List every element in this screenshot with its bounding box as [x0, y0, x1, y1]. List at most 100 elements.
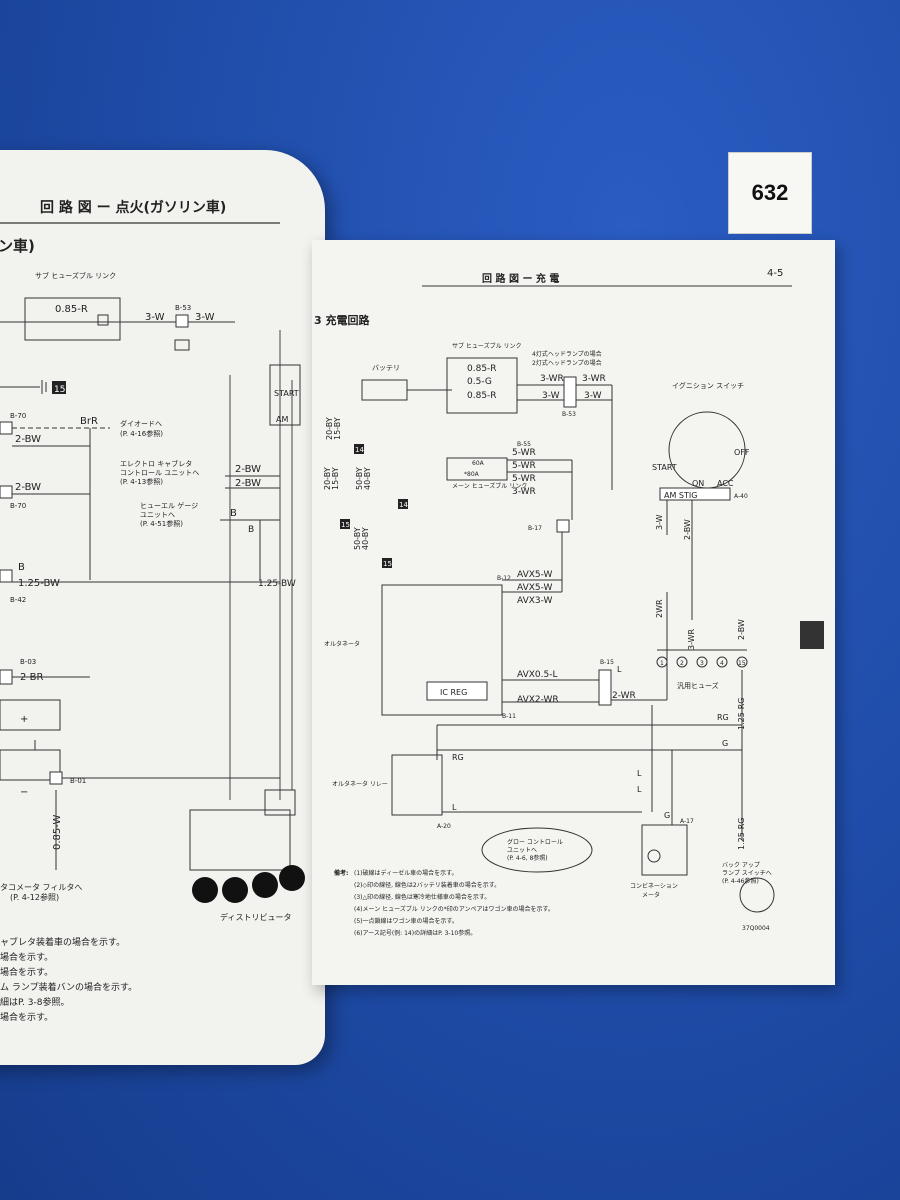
r-backup-ref: (P. 4-46参照) [722, 877, 759, 885]
r-125rg-b: 1.25-RG [737, 818, 746, 850]
r-3wr-d: 3-WR [687, 628, 696, 650]
r-40by-a: 40-BY [363, 467, 372, 490]
r-ref15-b: 15 [383, 560, 392, 568]
label-b-a: B [230, 508, 237, 519]
r-fuse-15: 15 [738, 660, 746, 667]
r-sub-fusible-link: サブ ヒューズブル リンク [452, 342, 522, 350]
remark-5: (5)一点鎖線はワゴン車の場合を示す。 [354, 918, 458, 925]
r-40by-b: 40-BY [361, 527, 370, 550]
remark-6: (6)アース記号(例: 14)の詳細はP. 3-10参照。 [354, 930, 477, 937]
r-rg-a: RG [717, 713, 729, 722]
label-b-b: B [248, 525, 254, 535]
r-l-b: L [452, 803, 457, 812]
r-5wr-b: 5-WR [512, 461, 536, 471]
r-b12: B-12 [497, 575, 511, 582]
left-subheader: ン車) [0, 237, 35, 255]
number-sticker: 632 [728, 152, 812, 234]
r-15by-b: 15-BY [331, 467, 340, 490]
r-2wr-b: 2-WR [612, 691, 636, 701]
right-header: 回 路 図 ー 充 電 [482, 272, 559, 285]
label-b03: B-03 [20, 658, 36, 666]
remark-1: (1)破線はディーゼル車の場合を示す。 [354, 870, 458, 877]
r-3wr-c: 3-WR [512, 487, 536, 497]
label-b-c: B [18, 562, 25, 573]
r-60a: 60A [472, 460, 485, 467]
label-b01: B-01 [70, 777, 86, 785]
r-am-st-ig: AM STIG [664, 491, 697, 500]
r-3w-a: 3-W [542, 391, 560, 401]
r-20by-b: 20-BY [323, 467, 332, 490]
r-ref15-a: 15 [341, 521, 350, 529]
r-avx2wr: AVX2-WR [517, 695, 559, 705]
section-title: 3 充電回路 [314, 313, 370, 327]
left-page-diagram: 回 路 図 ー 点火(ガソリン車) ン車) サブ ヒューズブル リンク 0.85… [0, 199, 305, 922]
r-backup2: ランプ スイッチへ [722, 870, 772, 877]
r-2bw-b: 2-BW [737, 619, 746, 640]
r-glow-ref: (P. 4-6, 8参照) [507, 854, 548, 862]
r-combination: コンビネーション [630, 882, 678, 890]
r-ref14-b: 14 [399, 501, 408, 509]
label-control-unit: コントロール ユニットへ [120, 469, 199, 477]
label-sub-fusible-link: サブ ヒューズブル リンク [35, 271, 116, 280]
svg-text:−: − [20, 787, 28, 798]
r-5wr-c: 5-WR [512, 474, 536, 484]
left-note-6: 場合を示す。 [0, 1013, 54, 1023]
r-2wr: 2WR [655, 599, 664, 618]
label-electro: エレクトロ キャブレタ [120, 459, 192, 468]
r-2bw-a: 2-BW [683, 519, 692, 540]
label-wire-085r: 0.85-R [55, 304, 88, 315]
r-backup: バック アップ [722, 862, 760, 869]
label-distributor: ディストリビュータ [220, 912, 291, 922]
r-fuse-4: 4 [720, 660, 724, 667]
index-tab-marker [800, 621, 824, 649]
label-2bw-a: 2-BW [15, 434, 41, 445]
r-ref14-a: 14 [355, 446, 364, 454]
label-b70-b: B-70 [10, 502, 26, 510]
r-l-a: L [617, 665, 622, 674]
left-note-3: 場合を示す。 [0, 968, 54, 978]
left-note-1: ャブレタ装着車の場合を示す。 [0, 938, 126, 948]
r-fuse-3: 3 [700, 660, 704, 667]
ground-ref-15: 15 [54, 385, 65, 395]
r-b55: B-55 [517, 441, 531, 448]
r-start: START [652, 463, 677, 472]
r-rg-b: RG [452, 753, 464, 762]
r-avx3w: AVX3-W [517, 596, 553, 606]
label-diode-ref: (P. 4-16参照) [120, 429, 163, 438]
r-g-a: G [722, 739, 728, 748]
r-fuse-1: 1 [660, 660, 664, 667]
label-diode: ダイオードへ [120, 419, 162, 428]
label-control-ref: (P. 4-13参照) [120, 477, 163, 486]
r-general-fuse: 汎用ヒューズ [677, 681, 719, 690]
label-125bw-a: 1.25-BW [18, 578, 60, 589]
right-page-diagram: 回 路 図 ー 充 電 4-5 3 充電回路 サブ ヒューズブル リンク 4灯式… [314, 268, 792, 932]
label-am: AM [276, 415, 288, 424]
r-085r-a: 0.85-R [467, 364, 497, 374]
r-main-fusible-link: メーン ヒューズブル リンク [452, 482, 527, 490]
r-avx5w-b: AVX5-W [517, 583, 553, 593]
left-note-4: ム ランプ装着バンの場合を示す。 [0, 983, 138, 993]
r-ignition-switch: イグニション スイッチ [672, 381, 744, 390]
r-15by-a: 15-BY [333, 417, 342, 440]
r-glow-unit: ユニットへ [507, 847, 537, 854]
r-a20: A-20 [437, 823, 451, 830]
left-note-2: 場合を示す。 [0, 953, 54, 963]
r-alternator: オルタネータ [324, 640, 360, 648]
remark-4: (4)メーン ヒューズブル リンクの*印のアンペアはワゴン車の場合を示す。 [354, 906, 554, 913]
right-page: 回 路 図 ー 充 電 4-5 3 充電回路 サブ ヒューズブル リンク 4灯式… [312, 240, 835, 985]
label-fuel-ref: (P. 4-51参照) [140, 519, 183, 528]
label-2bw-c: 2-BW [235, 478, 261, 489]
label-3w-a: 3-W [145, 312, 165, 323]
r-fuse-2: 2 [680, 660, 684, 667]
r-3wr-b: 3-WR [582, 374, 606, 384]
r-b15: B-15 [600, 659, 614, 666]
r-on: ON [692, 479, 704, 488]
label-fuel-gauge: ヒューエル ゲージ [140, 501, 198, 510]
r-3w-b: 3-W [584, 391, 602, 401]
r-alt-relay: オルタネータ リレー [332, 780, 388, 788]
r-ic-reg: IC REG [440, 688, 467, 697]
r-80a: *80A [464, 471, 480, 478]
r-05g: 0.5-G [467, 377, 492, 387]
r-b53: B-53 [562, 411, 576, 418]
r-glow-control: グロー コントロール [507, 838, 563, 846]
